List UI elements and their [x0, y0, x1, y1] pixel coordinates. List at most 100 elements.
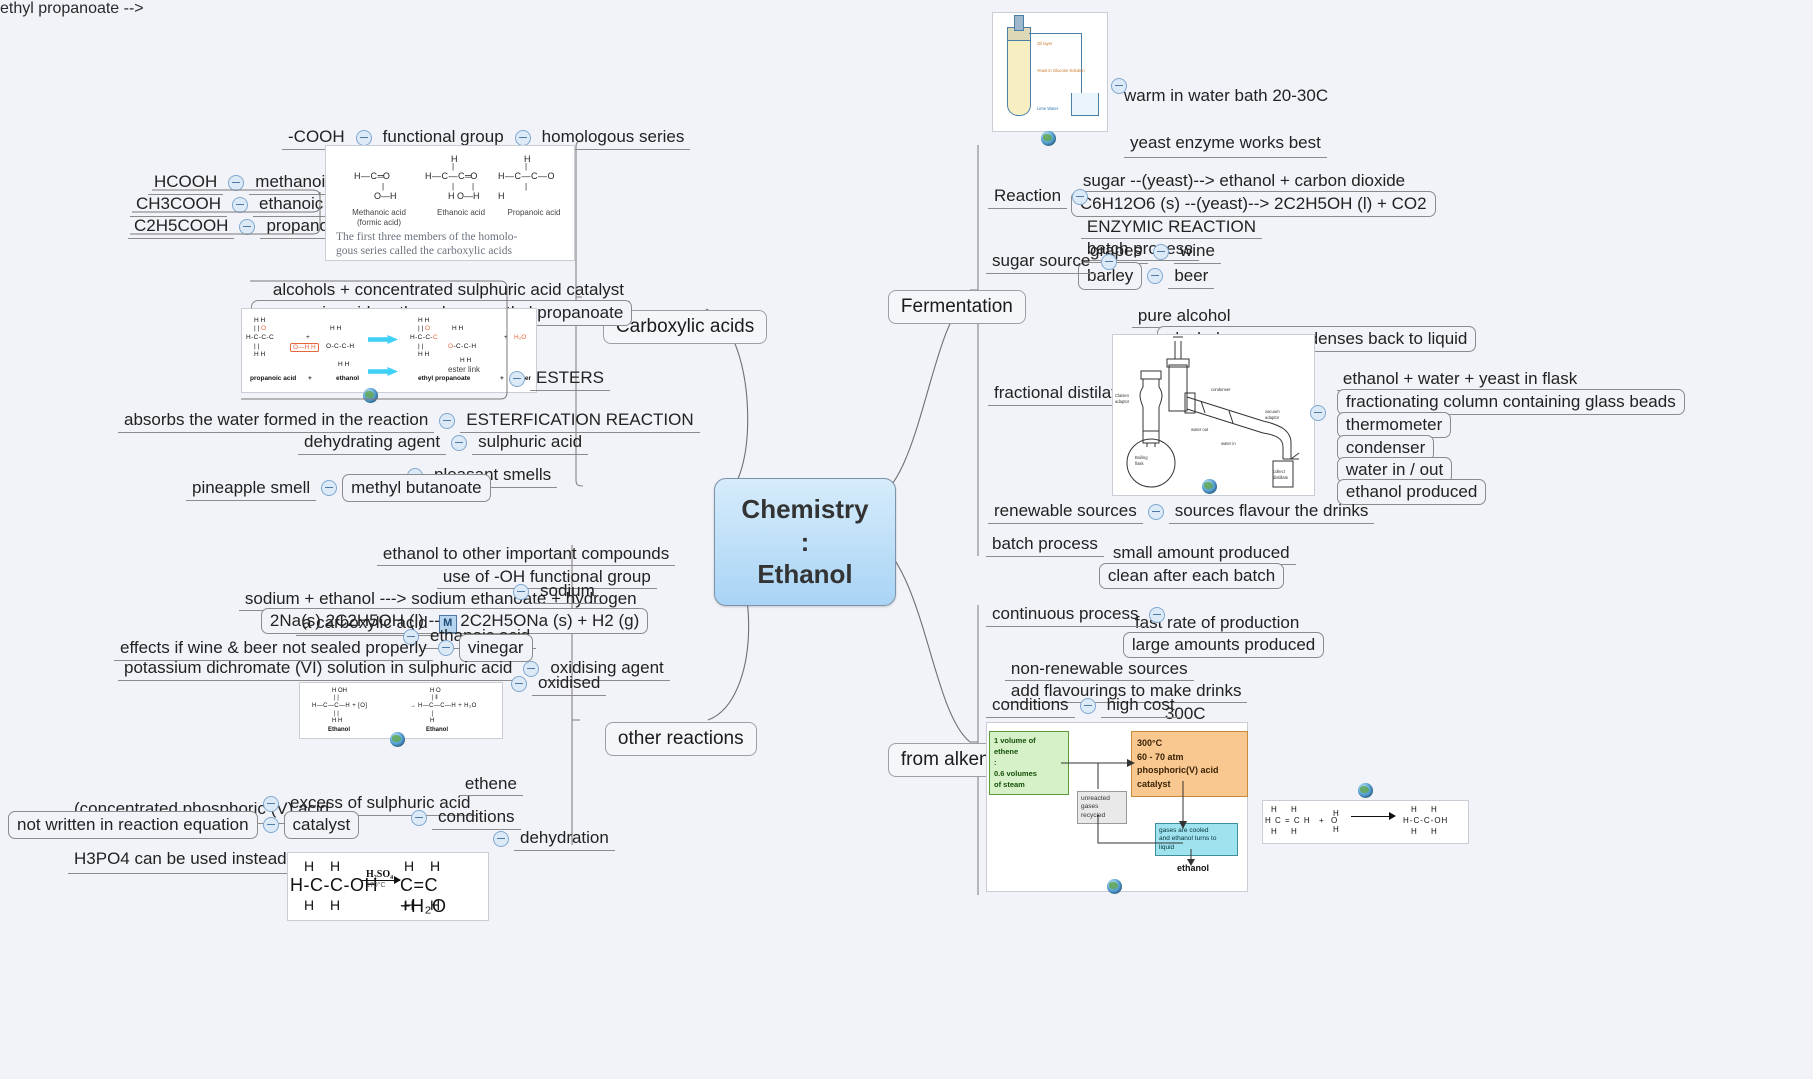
water-bath-line2: yeast enzyme works best — [1124, 131, 1327, 158]
collapse-icon[interactable] — [1147, 503, 1164, 520]
sodium-word-equation[interactable]: sodium + ethanol ---> sodium ethanoate +… — [220, 567, 643, 631]
distillation-part-column[interactable]: fractionating column containing glass be… — [1318, 370, 1685, 434]
batch-process-topic[interactable]: batch process — [986, 532, 1104, 558]
collapse-icon[interactable] — [232, 196, 249, 213]
water-bath-line1: warm in water bath 20-30C — [1124, 85, 1329, 105]
vinegar-node[interactable]: effects if wine & beer not sealed proper… — [114, 634, 533, 663]
reaction-word-equation[interactable]: sugar --(yeast)--> ethanol + carbon diox… — [1058, 149, 1412, 213]
distillation-part-flask[interactable]: ethanol + water + yeast in flask — [1318, 347, 1584, 411]
pure-alcohol-node[interactable]: pure alcohol — [1113, 284, 1237, 348]
collapse-icon[interactable] — [1101, 253, 1118, 270]
collapse-icon[interactable] — [1072, 188, 1089, 205]
oxidised-topic[interactable]: oxidised — [506, 671, 607, 697]
globe-icon[interactable] — [1358, 783, 1373, 803]
globe-icon[interactable] — [390, 732, 405, 752]
sodium-topic[interactable]: sodium — [508, 579, 601, 605]
collapse-icon[interactable] — [355, 129, 372, 146]
methyl-butanoate-node[interactable]: pineapple smell methyl butanoate — [186, 474, 491, 503]
collapse-icon[interactable] — [514, 129, 531, 146]
dehydration-image[interactable]: H H H-C-C-OH H H H₂SO₄ 170°C H H C=C +H₂… — [287, 852, 489, 921]
topic-carboxylic-acids[interactable]: Carboxylic acids — [584, 294, 768, 360]
catalyst-label: catalyst — [283, 811, 360, 840]
oxidising-agent-node[interactable]: potassium dichromate (VI) solution in su… — [118, 656, 670, 682]
root-node[interactable]: Chemistry : Ethanol — [714, 478, 896, 606]
esterification-image[interactable]: H H | | O H-C-C-C | | H H O—H H + H H O-… — [241, 308, 537, 393]
part-label: ethanol produced — [1336, 479, 1487, 506]
collapse-icon[interactable] — [513, 583, 529, 600]
sulphuric-acid-branch[interactable]: dehydrating agent sulphuric acid — [298, 430, 589, 456]
fast-rate-node[interactable]: fast rate of production — [1110, 591, 1306, 655]
distillation-part-water[interactable]: water in / out — [1318, 438, 1453, 502]
continuous-process-topic[interactable]: continuous process — [986, 602, 1170, 628]
fermentation-apparatus-image[interactable]: Oil layer Yeast in Glucose Solution Lime… — [992, 12, 1108, 132]
reaction-topic[interactable]: Reaction — [988, 184, 1093, 210]
collapse-icon[interactable] — [1305, 404, 1331, 422]
globe-icon[interactable] — [1107, 879, 1122, 899]
dehydrating-agent-label: dehydrating agent — [298, 430, 447, 456]
globe-icon[interactable] — [1041, 131, 1056, 151]
conditions-temperature-node[interactable]: 300C — [1140, 682, 1212, 746]
globe-icon[interactable] — [363, 388, 378, 408]
renewable-sources-node[interactable]: renewable sources sources flavour the dr… — [988, 499, 1375, 525]
sugar-source-topic[interactable]: sugar source — [986, 249, 1122, 275]
carboxylic-acids-image[interactable]: H—C═O | O—H Methanoic acid (formic acid)… — [325, 145, 575, 261]
globe-icon[interactable] — [1202, 479, 1217, 499]
water-bath-note[interactable]: warm in water bath 20-30C yeast enzyme w… — [1124, 62, 1328, 158]
distillation-image[interactable]: Claisen adaptor condenser vacuum adaptor… — [1112, 334, 1315, 496]
map-badge-icon[interactable]: M — [438, 614, 457, 633]
ethene-node[interactable]: ethene — [440, 752, 523, 816]
batch-clean-node[interactable]: clean after each batch — [1080, 544, 1285, 608]
enzymic-reaction-node[interactable]: ENZYMIC REACTION — [1062, 195, 1262, 259]
flow-arrows — [1061, 759, 1195, 866]
methyl-butanoate-label: methyl butanoate — [342, 474, 491, 503]
dehydration-topic[interactable]: dehydration — [488, 826, 615, 852]
collapse-icon[interactable] — [228, 174, 245, 191]
hydration-equation-image[interactable]: H H H C = C H H H + H O H H H H-C-C-OH H… — [1262, 800, 1469, 844]
collapse-icon[interactable] — [1147, 268, 1164, 285]
distillation-part-ethanol[interactable]: ethanol produced — [1318, 460, 1487, 524]
collapse-icon[interactable] — [511, 675, 527, 692]
collapse-icon[interactable] — [1079, 697, 1096, 714]
plus-label: + — [308, 375, 312, 382]
catalyst-node[interactable]: not written in reaction equation catalys… — [8, 811, 360, 840]
collapse-icon[interactable] — [439, 412, 456, 429]
topic-fermentation[interactable]: Fermentation — [869, 274, 1026, 340]
collapse-icon[interactable] — [1106, 77, 1132, 95]
carboxylic-acid-note[interactable]: a carboxylic acid M — [296, 611, 457, 637]
topic-other-reactions[interactable]: other reactions — [586, 706, 757, 772]
collapse-icon[interactable] — [403, 628, 419, 645]
distillation-part-condenser[interactable]: condenser — [1318, 416, 1435, 480]
carboxylic-acid-label: a carboxylic acid — [296, 611, 434, 637]
oh-functional-group-note[interactable]: use of -OH functional group — [418, 545, 657, 609]
large-amounts-node[interactable]: large amounts produced — [1104, 613, 1325, 677]
ethanol-compounds-note[interactable]: ethanol to other important compounds — [358, 522, 676, 586]
reaction-symbol-equation[interactable]: C6H12O6 (s) --(yeast)--> 2C2H5OH (l) + C… — [1052, 172, 1436, 236]
non-renewable-node[interactable]: non-renewable sources — [986, 637, 1194, 701]
esters-topic[interactable]: ESTERS — [504, 366, 611, 392]
collapse-icon[interactable] — [523, 660, 540, 677]
collapse-icon[interactable] — [451, 434, 468, 451]
collapse-icon[interactable] — [1149, 606, 1166, 623]
collapse-icon[interactable] — [1152, 243, 1169, 260]
esterification-reaction[interactable]: absorbs the water formed in the reaction… — [118, 408, 700, 434]
collapse-icon[interactable] — [262, 817, 279, 834]
batch-small-amount-node[interactable]: small amount produced — [1088, 521, 1296, 585]
collapse-icon[interactable] — [263, 795, 279, 812]
collapse-icon[interactable] — [321, 480, 338, 497]
distillation-part-thermometer[interactable]: thermometer — [1318, 393, 1452, 457]
ethene-label: ethene — [458, 773, 523, 797]
oxidation-image[interactable]: H OH | | H—C—C—H + [O] | | H H Ethanol →… — [299, 682, 503, 739]
reactant-label: ethanol — [336, 375, 360, 382]
collapse-icon[interactable] — [493, 830, 509, 847]
flavourings-node[interactable]: add flavourings to make drinks — [986, 659, 1248, 723]
collapse-icon[interactable] — [437, 640, 454, 657]
excess-sulphuric-node[interactable]: excess of sulphuric acid — [258, 791, 477, 817]
collapse-icon[interactable] — [509, 370, 525, 387]
alkene-flow-image[interactable]: 1 volume of ethene : 0.6 volumes of stea… — [986, 722, 1248, 892]
image-caption-line1: The first three members of the homolo- — [336, 231, 518, 243]
conditions-node[interactable]: conditions — [406, 805, 521, 831]
pineapple-smell-label: pineapple smell — [186, 476, 317, 501]
collapse-icon[interactable] — [239, 218, 256, 235]
collapse-icon[interactable] — [411, 809, 427, 826]
conditions-topic[interactable]: conditions high cost — [986, 693, 1181, 719]
